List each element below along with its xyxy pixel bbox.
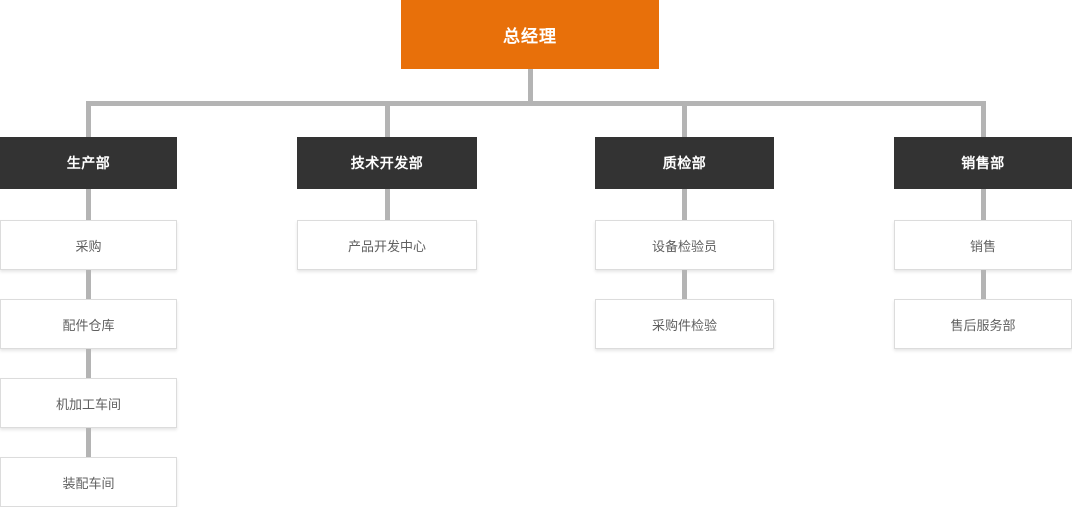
connector-child-1-0 bbox=[385, 189, 390, 220]
node-department-3[interactable]: 销售部 bbox=[894, 137, 1072, 189]
node-unit-2-1[interactable]: 采购件检验 bbox=[595, 299, 774, 349]
connector-branch-drop-2 bbox=[682, 101, 687, 137]
connector-child-0-2 bbox=[86, 349, 91, 378]
node-unit-0-0-label: 采购 bbox=[75, 238, 102, 254]
node-department-3-label: 销售部 bbox=[961, 155, 1005, 171]
node-unit-3-1-label: 售后服务部 bbox=[950, 317, 1016, 333]
node-department-1-label: 技术开发部 bbox=[350, 155, 424, 171]
node-unit-0-1-label: 配件仓库 bbox=[62, 317, 115, 333]
node-unit-0-2-label: 机加工车间 bbox=[55, 396, 121, 412]
node-unit-1-0[interactable]: 产品开发中心 bbox=[297, 220, 477, 270]
connector-child-3-1 bbox=[981, 270, 986, 299]
node-unit-2-0[interactable]: 设备检验员 bbox=[595, 220, 774, 270]
node-department-1[interactable]: 技术开发部 bbox=[297, 137, 477, 189]
node-root-general-manager[interactable]: 总经理 bbox=[401, 0, 659, 69]
node-unit-2-0-label: 设备检验员 bbox=[651, 238, 717, 254]
connector-child-0-0 bbox=[86, 189, 91, 220]
node-unit-0-3-label: 装配车间 bbox=[62, 475, 115, 491]
node-unit-3-1[interactable]: 售后服务部 bbox=[894, 299, 1072, 349]
connector-child-2-1 bbox=[682, 270, 687, 299]
connector-child-0-3 bbox=[86, 428, 91, 457]
node-unit-3-0[interactable]: 销售 bbox=[894, 220, 1072, 270]
connector-child-2-0 bbox=[682, 189, 687, 220]
node-unit-2-1-label: 采购件检验 bbox=[651, 317, 717, 333]
node-root-general-manager-label: 总经理 bbox=[503, 27, 557, 46]
connector-child-3-0 bbox=[981, 189, 986, 220]
node-unit-0-1[interactable]: 配件仓库 bbox=[0, 299, 177, 349]
connector-branch-drop-3 bbox=[981, 101, 986, 137]
connector-root-stem bbox=[528, 69, 533, 106]
node-department-2-label: 质检部 bbox=[662, 155, 707, 171]
node-unit-0-2[interactable]: 机加工车间 bbox=[0, 378, 177, 428]
connector-branch-drop-0 bbox=[86, 101, 91, 137]
node-unit-0-0[interactable]: 采购 bbox=[0, 220, 177, 270]
connector-horizontal-bus bbox=[86, 101, 986, 106]
node-unit-1-0-label: 产品开发中心 bbox=[347, 238, 426, 254]
connector-branch-drop-1 bbox=[385, 101, 390, 137]
node-unit-0-3[interactable]: 装配车间 bbox=[0, 457, 177, 507]
node-department-0[interactable]: 生产部 bbox=[0, 137, 177, 189]
node-department-0-label: 生产部 bbox=[66, 155, 111, 171]
connector-child-0-1 bbox=[86, 270, 91, 299]
node-department-2[interactable]: 质检部 bbox=[595, 137, 774, 189]
node-unit-3-0-label: 销售 bbox=[969, 238, 996, 254]
